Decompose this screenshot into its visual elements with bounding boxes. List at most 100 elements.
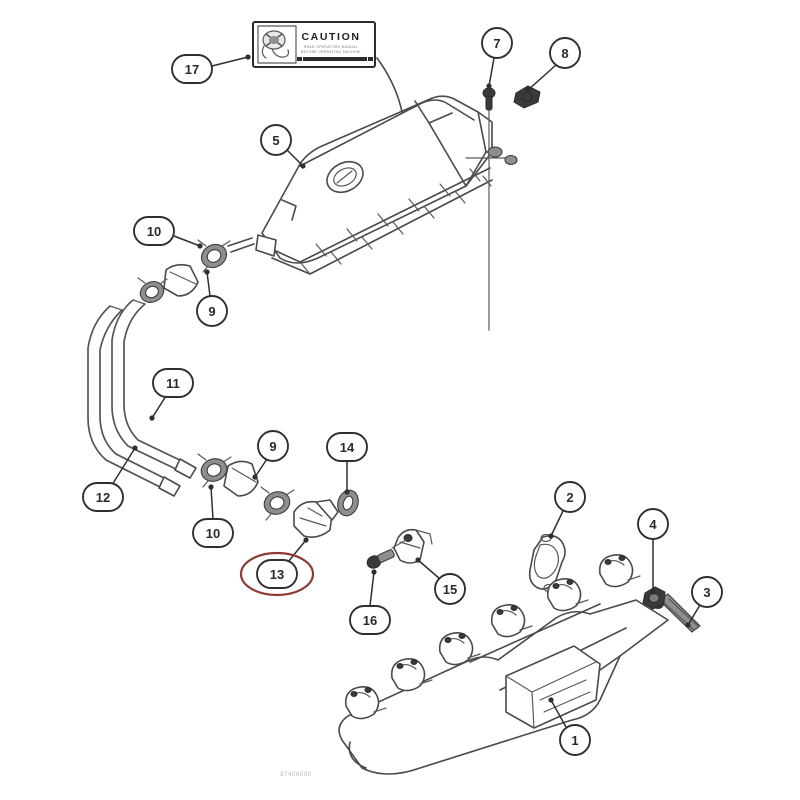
callout-number-text: 9 [269, 439, 276, 454]
upper-clamp-elbow-group [137, 237, 255, 303]
callout-bubble[interactable] [549, 37, 581, 69]
callout-number-text: 10 [206, 526, 220, 541]
callout-2[interactable]: 2 [548, 481, 586, 539]
callout-8[interactable]: 8 [525, 37, 581, 93]
callout-1[interactable]: 1 [548, 697, 591, 756]
caution-subtext-line2: BEFORE OPERATING MACHINE [301, 50, 361, 54]
breather-fitting-13 [293, 499, 339, 538]
callout-arrowhead [415, 557, 421, 563]
callout-bubble[interactable] [192, 518, 234, 548]
cover-seal-washer [487, 146, 518, 166]
callout-bubble[interactable] [554, 481, 586, 513]
callout-bubble[interactable] [434, 573, 466, 605]
callout-bubble[interactable] [326, 432, 368, 462]
callout-arrowhead [300, 163, 306, 169]
callout-bubble[interactable] [152, 368, 194, 398]
callout-bubble[interactable] [82, 482, 124, 512]
callout-arrowhead [303, 537, 309, 543]
hose-clamp-mid-right [260, 486, 295, 521]
intake-manifold-1 [338, 554, 669, 775]
callout-arrowhead [486, 83, 492, 89]
callout-leader-line [369, 571, 375, 607]
callout-number-text: 13 [270, 567, 284, 582]
callout-9[interactable]: 9 [196, 269, 228, 327]
callout-number-text: 4 [649, 517, 657, 532]
callout-arrowhead [371, 569, 377, 575]
mid-fitting-cluster [197, 453, 359, 538]
callout-16[interactable]: 16 [349, 569, 391, 635]
callout-leader-line [550, 699, 567, 728]
bolt-16 [366, 539, 407, 569]
callout-number-text: 10 [147, 224, 161, 239]
callout-bubble[interactable] [349, 605, 391, 635]
callout-number-text: 12 [96, 490, 110, 505]
callout-10[interactable]: 10 [192, 484, 234, 548]
callout-leader-line [527, 64, 557, 91]
nut-washer-4 [642, 586, 666, 610]
callout-leader-line [254, 458, 268, 478]
callout-arrowhead [197, 243, 203, 249]
callout-number-text: 8 [561, 46, 568, 61]
breather-hoses [87, 299, 197, 497]
bracket-15 [393, 528, 433, 564]
callout-leader-line [287, 539, 307, 563]
callout-bubble[interactable] [260, 124, 292, 156]
caution-title-text: CAUTION [301, 31, 360, 43]
callout-number-text: 2 [566, 490, 573, 505]
callout-arrowhead [548, 533, 554, 539]
callout-arrowhead [548, 697, 554, 703]
callout-bubble[interactable] [691, 576, 723, 608]
callout-number-text: 11 [166, 376, 180, 391]
highlight-ellipse [239, 551, 315, 597]
callout-bubble[interactable] [637, 508, 669, 540]
callout-14[interactable]: 14 [326, 432, 368, 495]
callout-3[interactable]: 3 [685, 576, 723, 628]
callout-9[interactable]: 9 [252, 430, 289, 480]
callout-bubble[interactable] [481, 27, 513, 59]
hose-clamp-mid-left [197, 453, 232, 488]
callout-bubble[interactable] [133, 216, 175, 246]
callout-bubble[interactable] [171, 54, 213, 84]
drawing-watermark: 87406000 [280, 772, 312, 778]
callout-10[interactable]: 10 [133, 216, 203, 249]
manifold-runner-ports [344, 554, 641, 720]
callout-arrowhead [252, 474, 258, 480]
callout-leader-line [206, 271, 211, 297]
callout-leader-line [417, 559, 441, 580]
hose-clamp-upper-left [137, 277, 168, 303]
callout-bubble[interactable] [257, 430, 289, 462]
callout-leader-line [286, 149, 304, 167]
callout-arrowhead [245, 54, 251, 60]
callout-number-text: 15 [443, 582, 457, 597]
callout-bubble[interactable] [559, 724, 591, 756]
callout-13[interactable]: 13 [239, 537, 315, 597]
callout-number-text: 14 [340, 440, 355, 455]
callout-arrowhead [525, 87, 531, 93]
callout-17[interactable]: 17 [171, 54, 251, 84]
callout-number-text: 3 [703, 585, 710, 600]
callout-bubble[interactable] [256, 559, 298, 589]
callout-4[interactable]: 4 [637, 508, 669, 595]
callout-15[interactable]: 15 [415, 557, 466, 605]
callout-leader-line [488, 57, 495, 87]
callout-5[interactable]: 5 [260, 124, 306, 169]
callout-bubble[interactable] [196, 295, 228, 327]
callout-7[interactable]: 7 [481, 27, 513, 89]
callout-leader-line [151, 395, 167, 419]
caution-subtext-line1: READ OPERATORS MANUAL [304, 45, 358, 49]
callout-12[interactable]: 12 [82, 445, 138, 512]
callout-number-text: 9 [208, 304, 215, 319]
callout-arrowhead [204, 269, 210, 275]
breather-elbow-upper [163, 263, 199, 297]
callout-leader-line [550, 510, 564, 537]
callout-arrowhead [650, 589, 656, 595]
cover-bolt-part [482, 87, 496, 111]
callout-number-text: 5 [272, 133, 279, 148]
hose-12 [87, 305, 181, 497]
callout-11[interactable]: 11 [149, 368, 194, 421]
callout-leader-line [173, 235, 201, 247]
bracket-and-bolt [366, 528, 433, 569]
